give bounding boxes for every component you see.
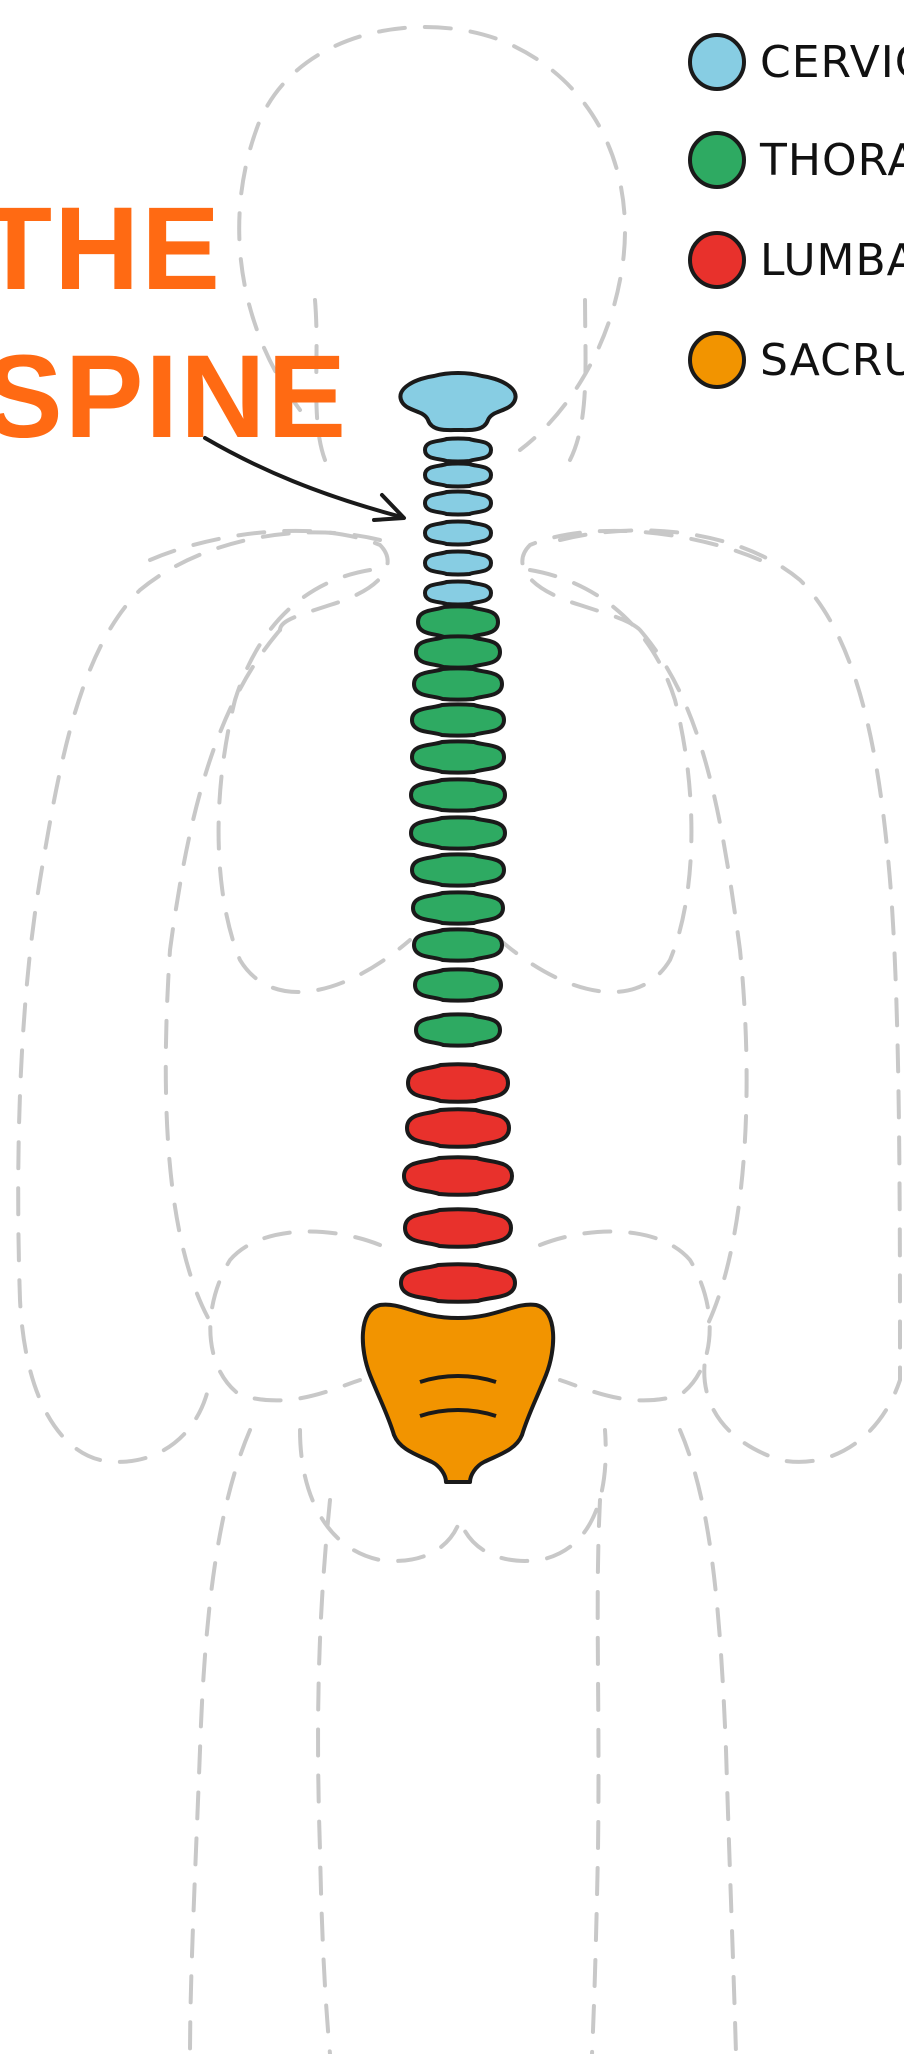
thoracic-swatch-icon (688, 131, 746, 189)
cervical-swatch-icon (688, 33, 746, 91)
cervical-vertebra (425, 522, 491, 545)
arm-outline (166, 630, 280, 1330)
thoracic-vertebra (413, 892, 503, 923)
lumbar-vertebra (401, 1264, 515, 1301)
lumbar-swatch-icon (688, 231, 746, 289)
thoracic-vertebra (411, 817, 505, 848)
cervical-vertebra (425, 439, 491, 462)
torso-outline (18, 532, 380, 1462)
lumbar-vertebra (407, 1109, 509, 1146)
chest-outline (500, 570, 691, 992)
legend-label-cervical: CERVICAL (760, 37, 904, 88)
leg-outline (190, 1430, 250, 2054)
legend: CERVICAL THORACIC LUMBAR SACRUM (688, 30, 904, 390)
lumbar-vertebra (408, 1064, 508, 1101)
cervical-vertebra (400, 373, 515, 430)
cervical-vertebra (425, 552, 491, 575)
spine (363, 373, 553, 1482)
legend-item-lumbar: LUMBAR (688, 228, 904, 292)
sacrum-bone (363, 1305, 553, 1482)
sacrum-swatch-icon (688, 331, 746, 389)
legend-item-cervical: CERVICAL (688, 30, 904, 94)
thoracic-vertebra (414, 668, 502, 699)
legend-item-thoracic: THORACIC (688, 128, 904, 192)
chest-outline (219, 570, 410, 992)
legend-label-thoracic: THORACIC (760, 135, 904, 186)
cervical-vertebra (425, 582, 491, 605)
cervical-vertebra (425, 492, 491, 515)
legend-item-sacrum: SACRUM (688, 328, 904, 390)
leg-outline (318, 1500, 330, 2054)
legend-label-sacrum: SACRUM (760, 335, 904, 386)
thoracic-vertebra (414, 929, 502, 960)
torso-outline (560, 530, 900, 1462)
legend-label-lumbar: LUMBAR (760, 235, 904, 286)
collarbone-outline (150, 531, 388, 630)
thoracic-vertebra (416, 1014, 500, 1045)
cervical-vertebra (425, 464, 491, 487)
title-line-1: THE (0, 190, 222, 308)
title-line-2: SPINE (0, 338, 348, 456)
arm-outline (640, 630, 747, 1330)
thoracic-vertebra (418, 606, 498, 637)
thoracic-vertebra (412, 704, 504, 735)
thoracic-vertebra (416, 636, 500, 667)
thoracic-vertebra (411, 779, 505, 810)
hip-outline (540, 1231, 710, 1400)
thoracic-vertebra (412, 741, 504, 772)
thoracic-vertebra (412, 854, 504, 885)
hip-outline (210, 1231, 380, 1400)
collarbone-outline (522, 531, 760, 630)
leg-outline (680, 1430, 736, 2054)
lumbar-vertebra (405, 1209, 511, 1246)
leg-outline (592, 1500, 600, 2054)
thoracic-vertebra (415, 969, 501, 1000)
lumbar-vertebra (404, 1157, 512, 1194)
